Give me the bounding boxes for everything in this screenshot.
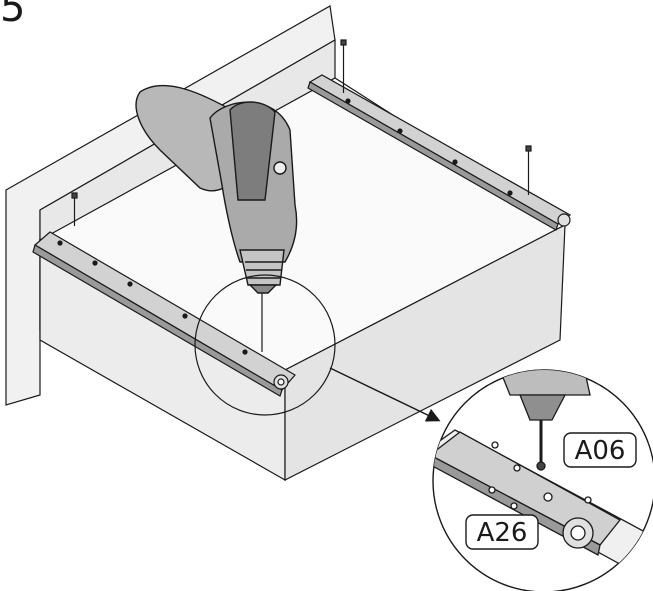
screw-top-middle xyxy=(340,39,347,93)
part-label-screw: A06 xyxy=(563,432,637,468)
drawer-rail-right xyxy=(307,74,572,231)
part-label-rail-text: A26 xyxy=(477,518,528,548)
part-label-rail: A26 xyxy=(465,514,539,550)
part-label-screw-text: A06 xyxy=(575,436,626,466)
detail-circle-small xyxy=(194,274,336,416)
screw-top-left xyxy=(71,192,78,226)
step-number: 5 xyxy=(0,0,26,31)
arrow-icon xyxy=(329,367,441,422)
drawer-rail-left xyxy=(32,231,296,397)
screw-top-right xyxy=(525,145,532,195)
screw-icon xyxy=(71,39,532,352)
